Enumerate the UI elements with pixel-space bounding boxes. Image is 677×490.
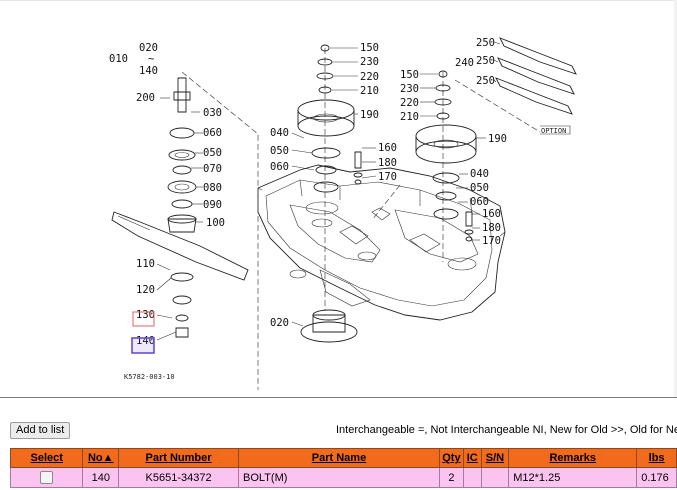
callout-250-low: 250	[476, 75, 495, 87]
parts-table: Select No▲ Part Number Part Name Qty IC …	[9, 448, 677, 488]
frame-border	[0, 0, 677, 1]
callout-090: 090	[203, 199, 222, 211]
callout-labels: 010 020 ~ 140 200 030 060 050 070 080 09…	[109, 37, 566, 381]
parts-diagram: 010 020 ~ 140 200 030 060 050 070 080 09…	[0, 0, 677, 398]
callout-040-right: 040	[470, 168, 489, 180]
callout-150: 150	[360, 42, 379, 54]
guide-line	[371, 184, 401, 221]
left-spindle-stack	[111, 77, 249, 338]
column-header-remarks[interactable]: Remarks	[508, 448, 638, 468]
callout-050: 050	[203, 147, 222, 159]
callout-250: 250	[476, 37, 495, 49]
callout-050-center: 050	[270, 145, 289, 157]
add-to-list-button[interactable]: Add to list	[10, 422, 71, 439]
leader-lines	[156, 41, 501, 341]
cell-sn	[480, 467, 510, 488]
callout-210: 210	[360, 85, 379, 97]
callout-040: 040	[270, 127, 289, 139]
callout-220: 220	[360, 71, 379, 83]
select-cell	[9, 467, 84, 488]
cell-part-number: K5651-34372	[118, 467, 239, 488]
option-label: OPTION	[541, 127, 566, 135]
callout-050-right: 050	[470, 182, 489, 194]
callout-110: 110	[136, 258, 155, 270]
callout-250-mid: 250	[476, 55, 495, 67]
right-spindle-stack	[415, 37, 577, 242]
callout-130: 130	[136, 309, 155, 321]
callout-060-center: 060	[270, 161, 289, 173]
callout-230-right: 230	[400, 83, 419, 95]
diagram-scrollbar[interactable]	[674, 0, 677, 398]
callout-200: 200	[136, 92, 155, 104]
callout-190: 190	[360, 109, 379, 121]
column-header-part-name[interactable]: Part Name	[238, 448, 440, 468]
cell-qty: 2	[439, 467, 464, 488]
cell-remarks: M12*1.25	[508, 467, 638, 488]
column-header-lbs[interactable]: lbs	[636, 448, 677, 468]
cell-part-name: BOLT(M)	[238, 467, 440, 488]
callout-190-right: 190	[488, 133, 507, 145]
callout-170: 170	[378, 171, 397, 183]
select-checkbox[interactable]	[40, 471, 54, 484]
callout-170-right: 170	[482, 235, 501, 247]
callout-070: 070	[203, 163, 222, 175]
callout-230: 230	[360, 56, 379, 68]
callout-060-right: 060	[470, 196, 489, 208]
column-header-sn[interactable]: S/N	[480, 448, 510, 468]
highlight-box-140[interactable]	[131, 337, 155, 354]
callout-tilde: ~	[148, 53, 154, 65]
interchangeability-legend: Interchangeable =, Not Interchangeable N…	[336, 424, 677, 436]
callout-080: 080	[203, 182, 222, 194]
cell-lbs: 0.176	[636, 467, 677, 488]
callout-160: 160	[378, 142, 397, 154]
callout-120: 120	[136, 284, 155, 296]
frame-border	[0, 397, 677, 398]
exploded-view-drawing: 010 020 ~ 140 200 030 060 050 070 080 09…	[109, 37, 577, 390]
callout-160-right: 160	[482, 208, 501, 220]
mower-deck	[257, 164, 506, 321]
callout-060: 060	[203, 127, 222, 139]
diagram-code: K5782-003-10	[124, 373, 175, 381]
callout-020-lower: 020	[270, 317, 289, 329]
column-header-select[interactable]: Select	[9, 448, 84, 468]
callout-010: 010	[109, 53, 128, 65]
callout-020: 020	[139, 42, 158, 54]
column-header-ic[interactable]: IC	[462, 448, 482, 468]
table-header-row: Select No▲ Part Number Part Name Qty IC …	[9, 448, 677, 468]
callout-030: 030	[203, 107, 222, 119]
cell-ic	[462, 467, 482, 488]
column-header-no[interactable]: No▲	[82, 448, 120, 468]
highlight-box-130[interactable]	[132, 311, 155, 327]
callout-180-right: 180	[482, 222, 501, 234]
callout-150-right: 150	[400, 69, 419, 81]
guide-line	[454, 79, 541, 133]
callout-210-right: 210	[400, 111, 419, 123]
column-header-part-number[interactable]: Part Number	[118, 448, 239, 468]
callout-220-right: 220	[400, 97, 419, 109]
table-row: 140 K5651-34372 BOLT(M) 2 M12*1.25 0.176	[9, 467, 677, 488]
column-header-qty[interactable]: Qty	[439, 448, 464, 468]
callout-140: 140	[139, 65, 158, 77]
callout-100: 100	[206, 217, 225, 229]
center-spindle-stack	[297, 44, 363, 343]
cell-no: 140	[82, 467, 120, 488]
callout-180: 180	[378, 157, 397, 169]
guide-line	[181, 71, 259, 390]
callout-240: 240	[455, 57, 474, 69]
